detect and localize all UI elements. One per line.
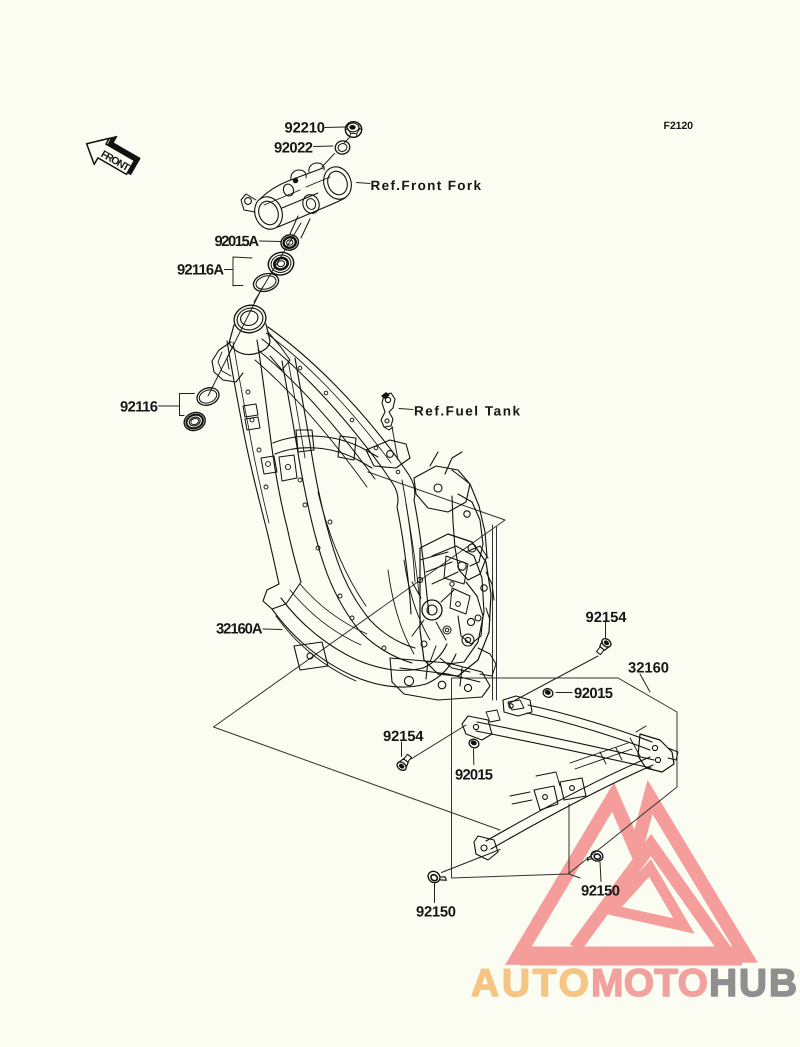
svg-text:F2120: F2120 [664, 120, 694, 132]
svg-text:92022: 92022 [274, 141, 313, 157]
svg-text:92154: 92154 [586, 610, 628, 626]
svg-text:92150: 92150 [581, 884, 620, 900]
svg-text:Ref.Fuel Tank: Ref.Fuel Tank [414, 404, 520, 419]
svg-text:Ref.Front Fork: Ref.Front Fork [371, 178, 482, 193]
svg-text:92116: 92116 [120, 400, 158, 416]
svg-text:AUTO: AUTO [471, 962, 589, 1005]
svg-text:92150: 92150 [416, 905, 456, 921]
svg-text:92154: 92154 [383, 729, 424, 745]
svg-text:32160A: 32160A [216, 622, 263, 638]
svg-text:MOTO: MOTO [591, 962, 708, 1005]
svg-text:HUB: HUB [709, 962, 797, 1005]
svg-text:92210: 92210 [285, 121, 326, 137]
svg-text:92015A: 92015A [215, 234, 260, 250]
svg-text:32160: 32160 [628, 661, 669, 677]
svg-text:92015: 92015 [574, 686, 613, 702]
svg-text:92116A: 92116A [177, 263, 224, 279]
svg-text:92015: 92015 [455, 768, 493, 784]
